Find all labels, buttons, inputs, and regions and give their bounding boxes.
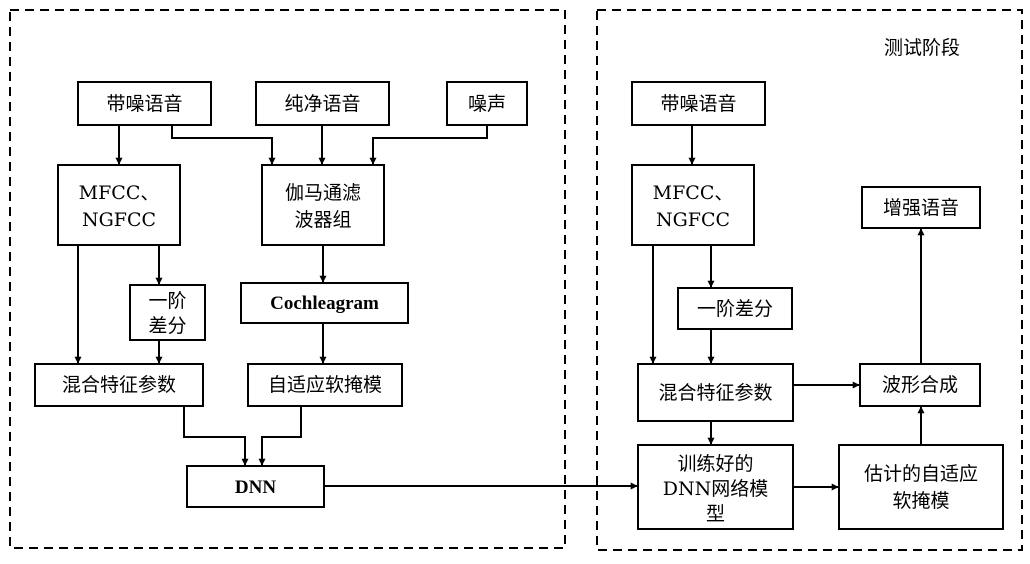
arrow-mixed-to-dnn: [183, 406, 249, 466]
train-clean-speech-box: 纯净语音: [255, 81, 390, 126]
gammatone-line2: 波器组: [294, 209, 351, 231]
test-mixed-features-label: 混合特征参数: [658, 382, 772, 404]
test-noisy-speech-label: 带噪语音: [660, 93, 736, 115]
arrow-noisy-to-gammatone: [171, 125, 276, 165]
adaptive-soft-mask-label: 自适应软掩模: [268, 374, 382, 396]
train-clean-speech-label: 纯净语音: [284, 93, 360, 115]
train-features-line2: NGFCC: [82, 209, 156, 231]
cochleagram-box: Cochleagram: [240, 282, 409, 324]
estimated-mask-line1: 估计的自适应: [864, 463, 978, 485]
train-noisy-speech-label: 带噪语音: [106, 93, 182, 115]
train-first-delta-line2: 差分: [148, 315, 186, 337]
test-first-delta-label: 一阶差分: [697, 298, 773, 320]
cochleagram-label: Cochleagram: [270, 293, 379, 314]
training-phase-region: [9, 9, 566, 549]
enhanced-speech-label: 增强语音: [883, 197, 959, 219]
test-mixed-features-box: 混合特征参数: [637, 363, 794, 422]
estimated-mask-line2: 软掩模: [892, 490, 949, 512]
test-phase-label: 测试阶段: [884, 37, 960, 59]
arrow-noise-to-gammatone: [369, 125, 488, 165]
train-noise-box: 噪声: [446, 81, 528, 126]
trained-dnn-line2: DNN网络模: [663, 478, 768, 500]
train-noise-label: 噪声: [468, 93, 506, 115]
gammatone-filterbank-box: 伽马通滤 波器组: [261, 164, 385, 246]
enhanced-speech-box: 增强语音: [861, 186, 981, 229]
train-noisy-speech-box: 带噪语音: [77, 81, 212, 126]
trained-dnn-line3: 型: [706, 503, 725, 525]
trained-dnn-line1: 训练好的: [677, 453, 753, 475]
train-dnn-label: DNN: [235, 477, 276, 498]
test-first-delta-box: 一阶差分: [677, 287, 793, 330]
train-mixed-features-label: 混合特征参数: [62, 374, 176, 396]
test-features-box: MFCC、 NGFCC: [631, 164, 755, 246]
train-first-delta-line1: 一阶: [148, 290, 186, 312]
train-features-box: MFCC、 NGFCC: [57, 164, 181, 246]
train-first-delta-box: 一阶 差分: [129, 284, 206, 341]
test-features-line1: MFCC、: [653, 182, 734, 204]
waveform-synthesis-box: 波形合成: [859, 363, 981, 407]
adaptive-soft-mask-box: 自适应软掩模: [247, 363, 403, 407]
gammatone-line1: 伽马通滤: [285, 182, 361, 204]
test-features-line2: NGFCC: [656, 209, 730, 231]
waveform-synthesis-label: 波形合成: [882, 374, 958, 396]
train-dnn-box: DNN: [186, 465, 325, 508]
estimated-mask-box: 估计的自适应 软掩模: [838, 444, 1004, 530]
train-mixed-features-box: 混合特征参数: [34, 363, 204, 407]
test-noisy-speech-box: 带噪语音: [631, 81, 766, 126]
arrow-mask-to-dnn: [258, 406, 302, 466]
train-features-line1: MFCC、: [79, 182, 160, 204]
test-phase-region: [596, 9, 1023, 551]
trained-dnn-box: 训练好的 DNN网络模 型: [637, 444, 794, 530]
